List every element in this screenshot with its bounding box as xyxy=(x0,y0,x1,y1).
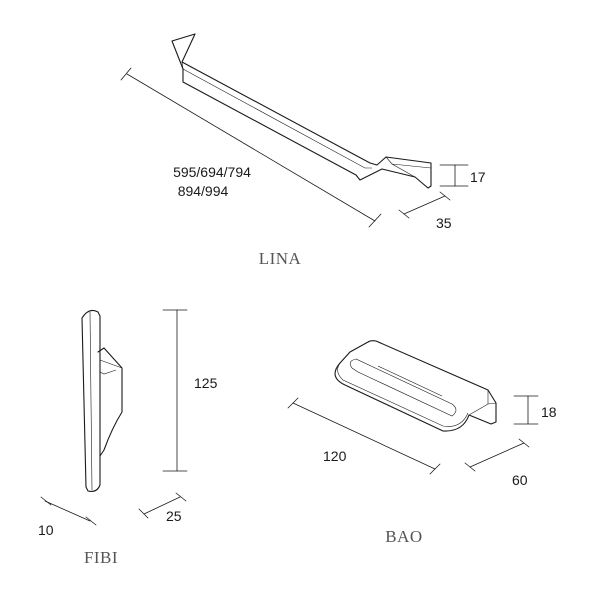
lina-height-dimension: 17 xyxy=(439,164,486,187)
fibi-width-label: 10 xyxy=(38,522,54,538)
bao-height-label: 18 xyxy=(541,404,557,420)
fibi-group: 125 10 25 FIBI xyxy=(38,309,218,567)
bao-length-dimension: 120 xyxy=(287,397,441,475)
lina-group: 595/694/794 894/994 17 35 LINA xyxy=(120,33,486,268)
lina-height-label: 17 xyxy=(470,169,486,185)
fibi-width-dimension: 10 xyxy=(38,496,97,538)
bao-length-label: 120 xyxy=(323,448,347,464)
bao-name: BAO xyxy=(385,527,422,546)
bao-height-dimension: 18 xyxy=(513,395,557,425)
lina-depth-label: 35 xyxy=(436,215,452,231)
fibi-depth-label: 25 xyxy=(166,508,182,524)
bao-depth-dimension: 60 xyxy=(464,438,530,488)
lina-handle-drawing xyxy=(171,33,432,189)
lina-depth-dimension: 35 xyxy=(398,191,452,231)
fibi-name: FIBI xyxy=(84,548,118,567)
lina-length-label-1: 595/694/794 xyxy=(173,164,251,180)
bao-group: 18 120 60 BAO xyxy=(287,340,557,546)
fibi-depth-dimension: 25 xyxy=(138,492,187,524)
lina-name: LINA xyxy=(259,249,302,268)
lina-length-label-2: 894/994 xyxy=(178,183,229,199)
fibi-height-label: 125 xyxy=(194,375,218,391)
fibi-handle-drawing xyxy=(81,309,123,492)
lina-length-dimension: 595/694/794 894/994 xyxy=(120,67,382,228)
fibi-height-dimension: 125 xyxy=(162,309,218,472)
bao-depth-label: 60 xyxy=(512,472,528,488)
bao-handle-drawing xyxy=(334,340,497,432)
